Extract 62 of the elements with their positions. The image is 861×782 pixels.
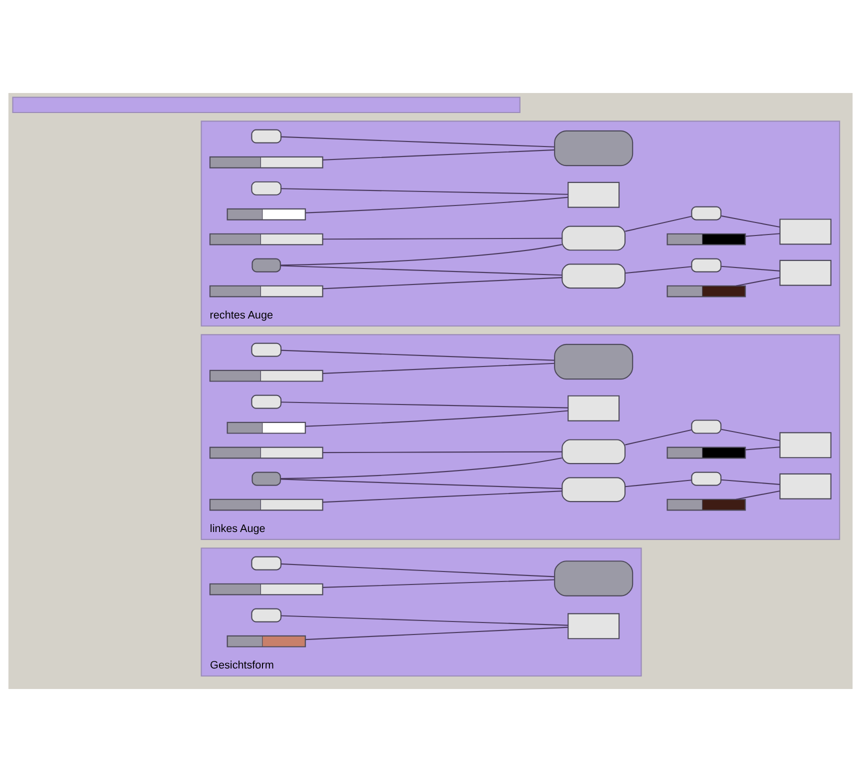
connector [280, 563, 554, 578]
connector [280, 402, 568, 408]
node-box [251, 181, 282, 196]
connector [305, 626, 568, 640]
connector [322, 277, 562, 290]
connector [721, 479, 780, 485]
connector [322, 579, 555, 588]
connector [736, 490, 780, 500]
cluster: linkes Auge [200, 334, 840, 540]
connector [625, 429, 692, 446]
connector [745, 446, 780, 450]
connector [306, 410, 568, 427]
node-box [691, 206, 722, 220]
connector [280, 615, 568, 626]
connector [322, 490, 562, 503]
node-box [252, 258, 281, 272]
connector [280, 458, 562, 480]
node-box [251, 129, 282, 144]
connector [280, 188, 568, 195]
connector [280, 350, 554, 361]
node-box [568, 613, 620, 640]
node-box [251, 608, 282, 622]
connector [736, 276, 780, 286]
connector [280, 265, 562, 276]
connector [306, 196, 568, 214]
connector [625, 216, 692, 232]
node-box [779, 432, 832, 458]
connector [721, 428, 780, 442]
connector [322, 149, 555, 160]
connector [721, 215, 780, 228]
cluster: Gesichtsform [200, 548, 642, 677]
node-box [691, 472, 722, 486]
node-box [554, 560, 634, 596]
node-box [691, 258, 722, 272]
node-box [562, 439, 626, 464]
node-box [568, 395, 620, 422]
node-box [252, 472, 281, 486]
connector [322, 451, 562, 454]
connector [721, 266, 780, 272]
node-box [562, 477, 626, 502]
node-box [691, 420, 722, 434]
cluster: rechtes Auge [200, 120, 840, 327]
node-box [554, 344, 634, 380]
connector [625, 480, 692, 488]
connector [280, 478, 562, 490]
connector [280, 244, 562, 266]
node-box [251, 394, 282, 409]
node-box [779, 473, 832, 500]
node-box [568, 182, 620, 208]
node-box [779, 260, 832, 286]
connector [322, 238, 562, 240]
node-box [12, 96, 520, 114]
node-box [554, 130, 634, 166]
connector [625, 266, 692, 274]
connector [322, 362, 555, 374]
node-box [562, 226, 626, 251]
node-box [562, 264, 626, 289]
node-box [251, 556, 282, 570]
node-box [251, 342, 282, 357]
connector [745, 233, 780, 237]
connector [280, 136, 554, 148]
node-box [779, 218, 832, 245]
